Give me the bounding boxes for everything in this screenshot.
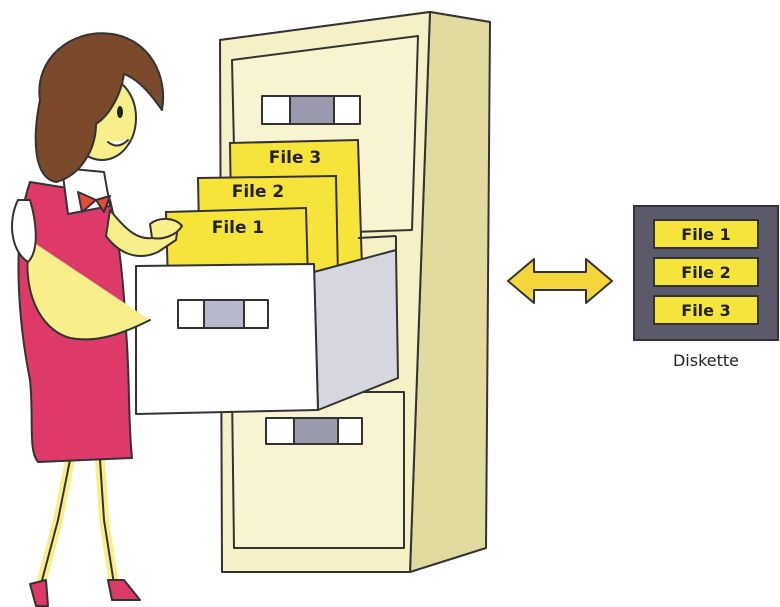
diskette-label-file-3: File 3: [681, 301, 730, 320]
diskette-label-file-2: File 2: [681, 263, 730, 282]
diskette-caption: Diskette: [673, 351, 739, 370]
diskette-file-1: File 1: [653, 219, 759, 249]
folder-label-file-3: File 3: [269, 148, 322, 168]
folder-label-file-1: File 1: [212, 218, 265, 238]
woman-figure: [11, 32, 183, 607]
diskette-file-2: File 2: [653, 257, 759, 287]
diskette-icon: File 1 File 2 File 3: [633, 205, 779, 341]
folder-label-file-2: File 2: [232, 182, 285, 202]
diskette-file-3: File 3: [653, 295, 759, 325]
double-arrow-icon: [507, 258, 613, 304]
diskette-label-file-1: File 1: [681, 225, 730, 244]
cabinet-folders: File 3 File 2 File 1: [164, 138, 364, 286]
open-drawer: [135, 235, 399, 415]
